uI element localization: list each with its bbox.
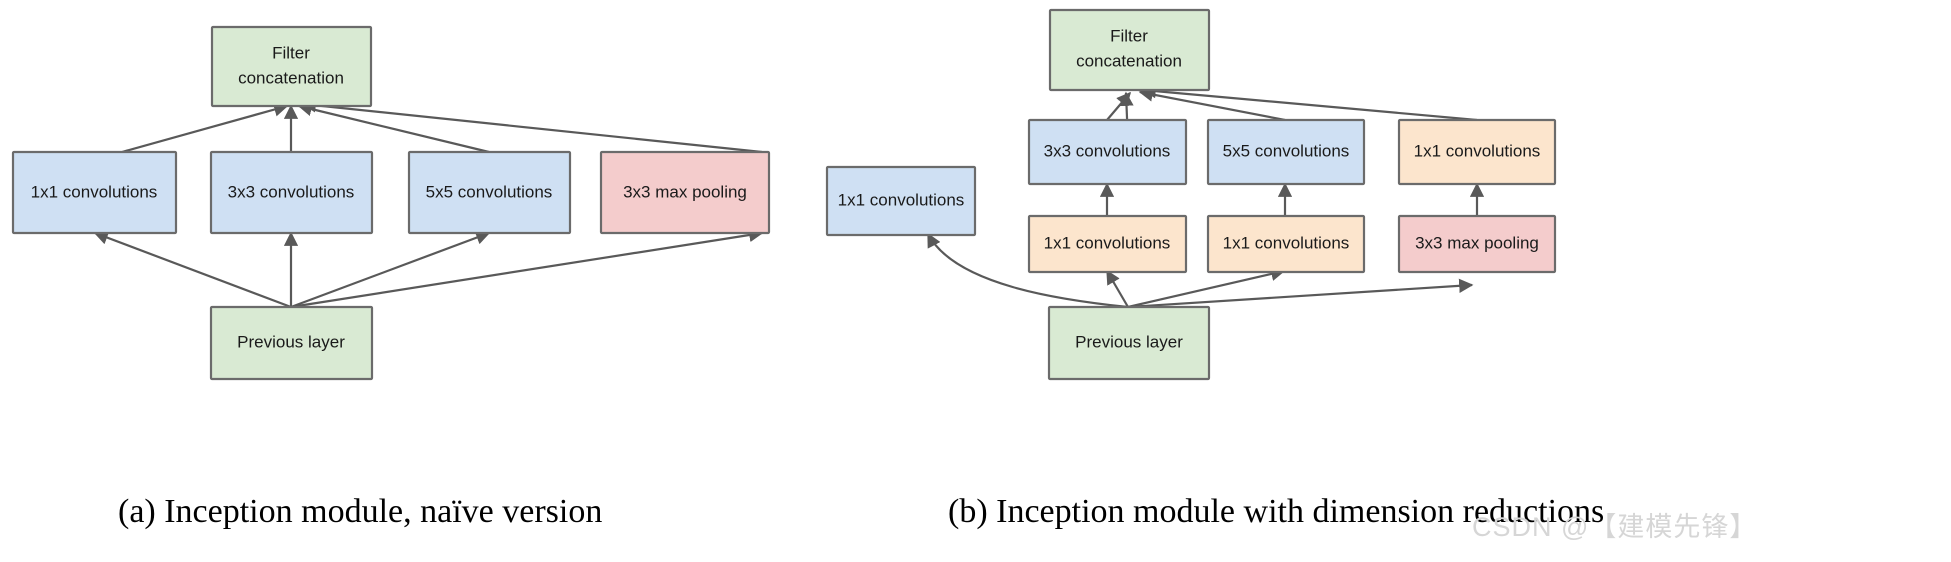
edge-prev-to-1x1-direct-b xyxy=(927,232,1129,309)
edge-prev-to-reduce-3x3-b xyxy=(1106,269,1129,308)
edge-prev-to-maxpool-b xyxy=(1127,278,1474,309)
node-label-previous-layer-a: Previous layer xyxy=(237,332,345,351)
node-3x3-convolutions-b[interactable]: 3x3 convolutions xyxy=(1027,118,1188,186)
node-filter-concatenation-b[interactable]: Filter concatenation xyxy=(1048,8,1211,92)
node-label-3x3-max-pooling-b: 3x3 max pooling xyxy=(1415,233,1539,252)
node-1x1-convolutions-direct-b[interactable]: 1x1 convolutions xyxy=(825,165,977,237)
edge-prev-to-maxpool-a xyxy=(290,227,764,309)
caption-panel-a: (a) Inception module, naïve version xyxy=(118,493,603,530)
node-label-1x1-reduce-for-5x5-b: 1x1 convolutions xyxy=(1223,233,1350,252)
caption-panel-b: (b) Inception module with dimension redu… xyxy=(948,493,1605,530)
node-5x5-convolutions-a[interactable]: 5x5 convolutions xyxy=(407,150,572,235)
panel-b-edges xyxy=(927,84,1485,309)
node-5x5-convolutions-b[interactable]: 5x5 convolutions xyxy=(1206,118,1366,186)
node-1x1-convolutions-pool-branch-b[interactable]: 1x1 convolutions xyxy=(1397,118,1557,186)
node-label-previous-layer-b: Previous layer xyxy=(1075,332,1183,351)
edge-prev-to-1x1-a xyxy=(93,230,292,309)
filter-concatenation-label-line2: concatenation xyxy=(238,68,344,87)
edge-5x5-to-concat-a xyxy=(297,102,490,154)
node-label-1x1-convolutions-a: 1x1 convolutions xyxy=(31,182,158,201)
node-label-3x3-convolutions-a: 3x3 convolutions xyxy=(228,182,355,201)
node-1x1-convolutions-a[interactable]: 1x1 convolutions xyxy=(11,150,178,235)
panel-a-nodes: Filter concatenation 1x1 convolutions 3x… xyxy=(11,25,771,381)
node-filter-concatenation-a[interactable]: Filter concatenation xyxy=(210,25,373,108)
node-1x1-reduce-for-3x3-b[interactable]: 1x1 convolutions xyxy=(1027,214,1188,274)
node-label-5x5-convolutions-b: 5x5 convolutions xyxy=(1223,141,1350,160)
node-1x1-reduce-for-5x5-b[interactable]: 1x1 convolutions xyxy=(1206,214,1366,274)
edge-maxpool-to-concat-a xyxy=(301,98,763,154)
node-label-1x1-reduce-for-3x3-b: 1x1 convolutions xyxy=(1044,233,1171,252)
node-3x3-max-pooling-b[interactable]: 3x3 max pooling xyxy=(1397,214,1557,274)
node-label-5x5-convolutions-a: 5x5 convolutions xyxy=(426,182,553,201)
panel-b-nodes: Filter concatenation 1x1 convolutions 3x… xyxy=(825,8,1557,381)
panel-a-edges xyxy=(93,98,764,309)
edge-1x1-to-concat-a xyxy=(121,102,289,154)
edge-prev-to-5x5-a xyxy=(290,230,491,309)
edge-prev-to-reduce-5x5-b xyxy=(1127,266,1286,309)
node-label-3x3-convolutions-b: 3x3 convolutions xyxy=(1044,141,1171,160)
node-previous-layer-b[interactable]: Previous layer xyxy=(1047,305,1211,381)
node-label-3x3-max-pooling-a: 3x3 max pooling xyxy=(623,182,747,201)
node-label-1x1-convolutions-pool-branch-b: 1x1 convolutions xyxy=(1414,141,1541,160)
edge-3x3-to-concat-b xyxy=(1106,91,1131,121)
node-label-1x1-convolutions-direct-b: 1x1 convolutions xyxy=(838,190,965,209)
edge-1x1-pool-to-concat-b xyxy=(1141,84,1478,122)
node-3x3-max-pooling-a[interactable]: 3x3 max pooling xyxy=(599,150,771,235)
filter-concatenation-label-line1: Filter xyxy=(272,43,310,62)
node-previous-layer-a[interactable]: Previous layer xyxy=(209,305,374,381)
filter-concatenation-label-line1-b: Filter xyxy=(1110,26,1148,45)
filter-concatenation-label-line2-b: concatenation xyxy=(1076,51,1182,70)
node-3x3-convolutions-a[interactable]: 3x3 convolutions xyxy=(209,150,374,235)
edge-5x5-to-concat-b xyxy=(1138,87,1286,122)
